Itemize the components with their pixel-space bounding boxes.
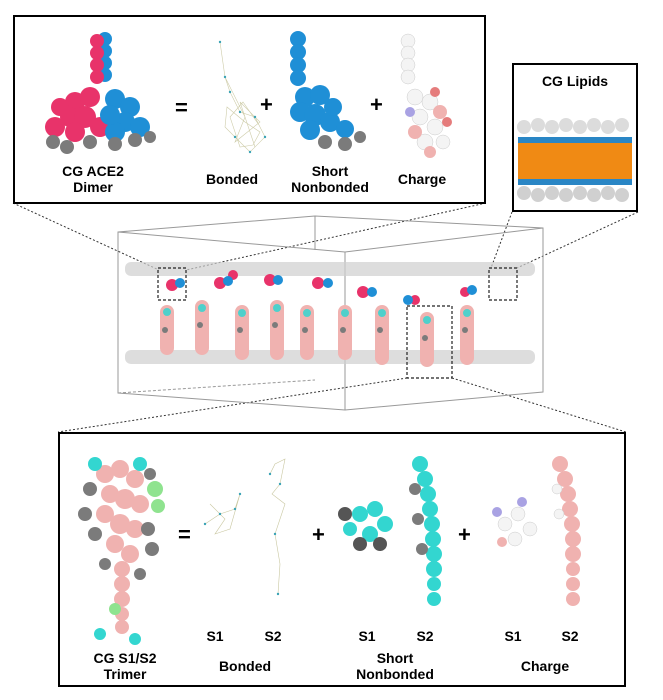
spike-zoom-box	[406, 305, 453, 379]
lipid-bilayer-illustration	[517, 118, 632, 202]
bottom-plus-operator-1: +	[312, 522, 325, 547]
ace2-dimer-illustration	[45, 31, 452, 158]
bottom-bonded-label: Bonded	[218, 658, 272, 674]
ace2-dimer-title: CG ACE2 Dimer	[62, 163, 124, 195]
spike-trimer-illustration	[78, 456, 581, 645]
ace2-panel: CG ACE2 Dimer = + + Bonded Short Nonbond…	[13, 15, 486, 204]
charge-label: Charge	[397, 171, 447, 187]
short-nonbonded-label: Short Nonbonded	[291, 163, 369, 195]
bottom-equals-operator: =	[178, 522, 191, 547]
charge-s2-label: S2	[561, 628, 579, 644]
spike-trimer-title: CG S1/S2 Trimer	[93, 650, 157, 682]
nonbonded-s1-label: S1	[358, 628, 376, 644]
lipid-panel: CG Lipids	[512, 63, 638, 212]
bonded-s2-label: S2	[264, 628, 282, 644]
equals-operator: =	[175, 95, 188, 120]
bottom-plus-operator-2: +	[458, 522, 471, 547]
charge-s1-label: S1	[504, 628, 522, 644]
lipid-title: CG Lipids	[541, 73, 609, 89]
bottom-charge-label: Charge	[520, 658, 570, 674]
simulation-box	[117, 215, 544, 411]
bonded-s1-label: S1	[206, 628, 224, 644]
plus-operator-1: +	[260, 92, 273, 117]
bonded-label: Bonded	[205, 171, 259, 187]
plus-operator-2: +	[370, 92, 383, 117]
proteins-in-box	[160, 270, 477, 367]
spike-panel: CG S1/S2 Trimer = + + S1 S2 S1 S2 S1 S2 …	[58, 432, 626, 687]
nonbonded-s2-label: S2	[416, 628, 434, 644]
bottom-short-nonbonded-label: Short Nonbonded	[356, 650, 434, 682]
